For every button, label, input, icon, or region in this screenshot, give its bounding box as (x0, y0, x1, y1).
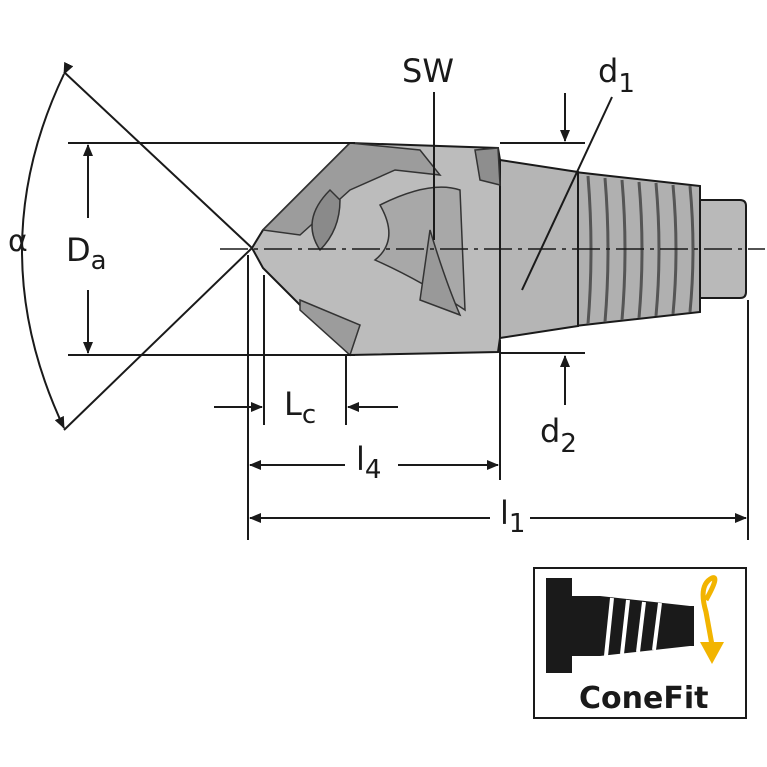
conefit-badge: ConeFit (533, 567, 747, 719)
d2-label: d2 (540, 412, 577, 459)
l1-label: l1 (500, 494, 525, 539)
Da-dimension (68, 142, 355, 356)
d2-dimension (500, 352, 585, 405)
l4-label: l4 (356, 440, 381, 485)
Lc-dimension (214, 275, 398, 425)
angle-lines (21, 61, 253, 431)
Da-label: Da (66, 231, 107, 276)
alpha-label: α (8, 224, 28, 259)
conefit-text: ConeFit (579, 681, 708, 716)
conefit-coupling-icon (546, 578, 694, 673)
SW-label: SW (402, 52, 454, 90)
extension-lines (247, 255, 749, 540)
Lc-label: Lc (284, 385, 316, 430)
d1-dimension (500, 93, 613, 291)
rotation-arrow-icon (700, 575, 718, 646)
d1-label: d1 (598, 52, 635, 99)
